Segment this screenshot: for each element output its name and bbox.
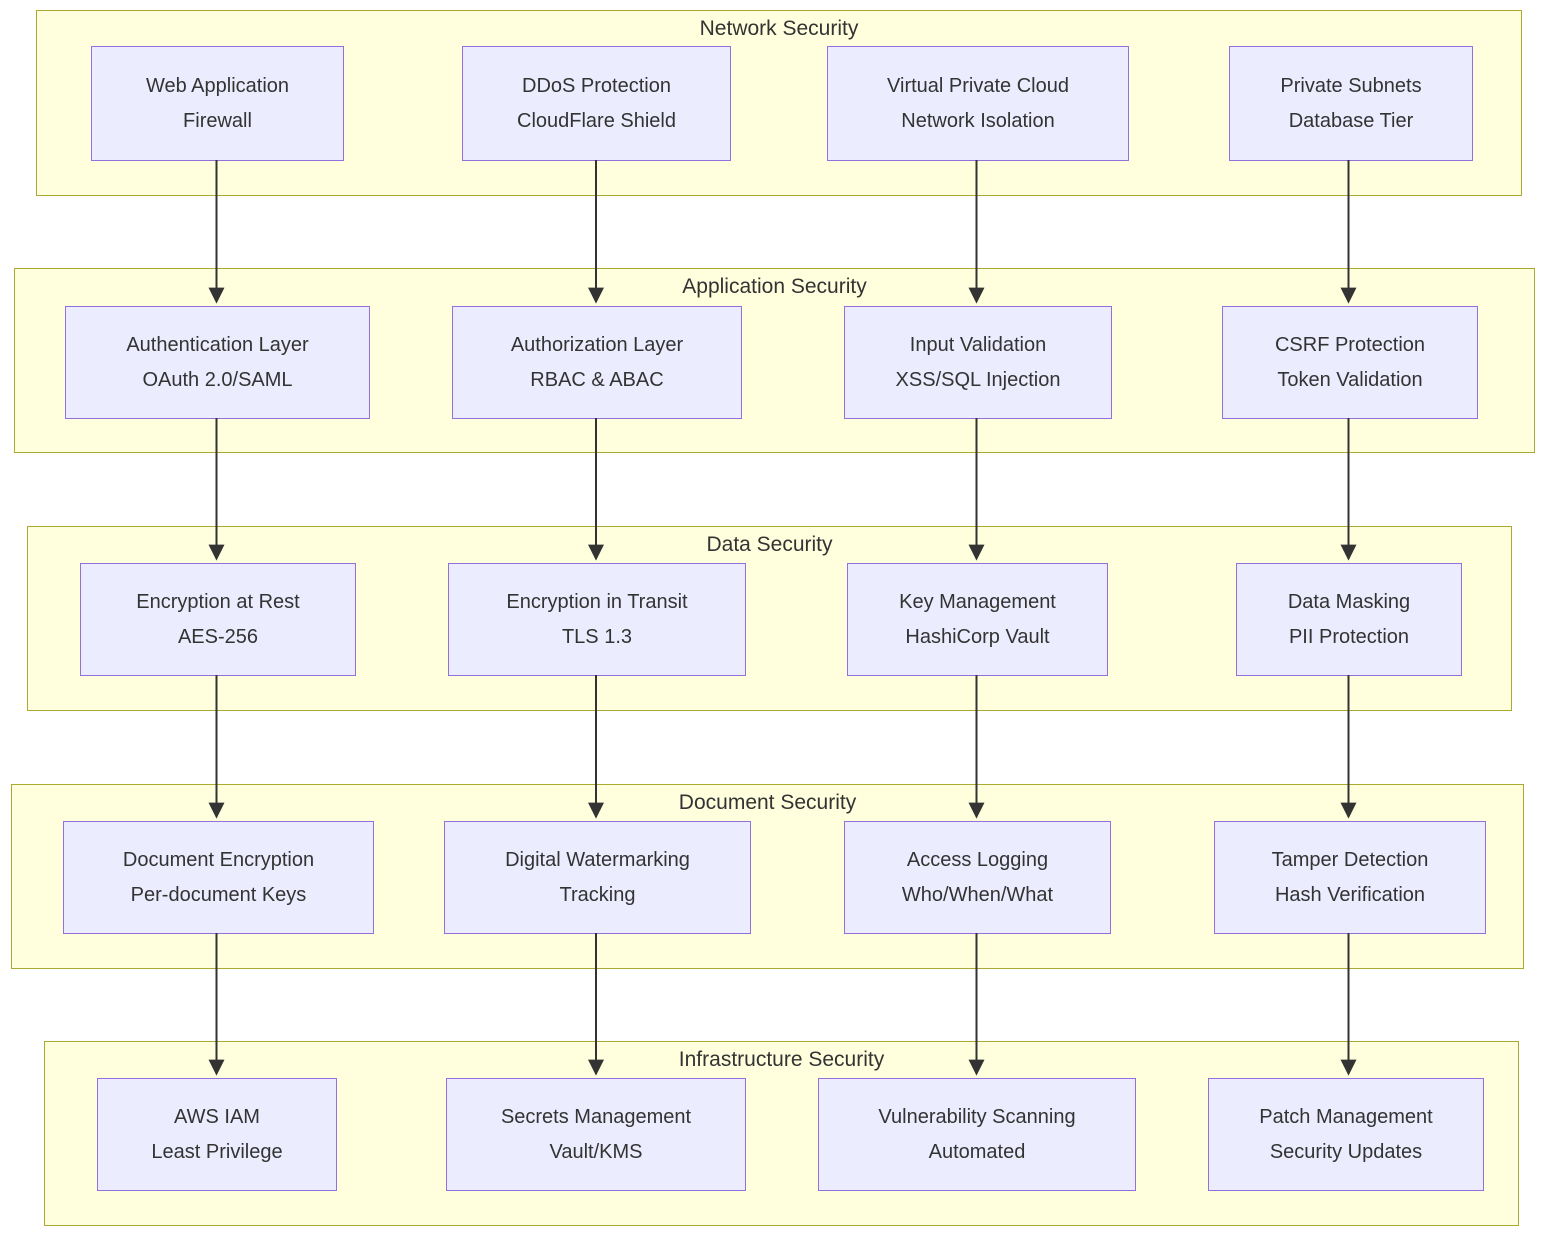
node-label: Tamper Detection <box>1271 849 1429 872</box>
node-sublabel: Firewall <box>183 109 252 132</box>
node-label: Access Logging <box>906 849 1049 872</box>
node-sublabel: Network Isolation <box>901 109 1055 132</box>
layer-title: Data Security <box>706 533 833 556</box>
node-label: Private Subnets <box>1280 75 1422 98</box>
node-sublabel: OAuth 2.0/SAML <box>142 368 293 391</box>
node-ddos-protection: DDoS Protection CloudFlare Shield <box>462 46 731 161</box>
layer-network-security: Network Security Web Application Firewal… <box>36 10 1522 196</box>
node-label: Encryption at Rest <box>136 591 300 614</box>
layer-infrastructure-security: Infrastructure Security AWS IAM Least Pr… <box>44 1041 1519 1226</box>
node-tamper-detection: Tamper Detection Hash Verification <box>1214 821 1486 934</box>
node-sublabel: Automated <box>928 1140 1026 1163</box>
layer-title: Infrastructure Security <box>678 1048 885 1071</box>
node-label: Authentication Layer <box>126 334 309 357</box>
node-label: Data Masking <box>1287 591 1411 614</box>
node-document-encryption: Document Encryption Per-document Keys <box>63 821 374 934</box>
node-label: Input Validation <box>909 334 1047 357</box>
node-csrf-protection: CSRF Protection Token Validation <box>1222 306 1478 419</box>
layer-application-security: Application Security Authentication Laye… <box>14 268 1535 453</box>
layer-title: Application Security <box>682 275 867 298</box>
node-label: Key Management <box>899 591 1056 614</box>
node-digital-watermarking: Digital Watermarking Tracking <box>444 821 751 934</box>
node-virtual-private-cloud: Virtual Private Cloud Network Isolation <box>827 46 1129 161</box>
node-sublabel: Tracking <box>559 883 636 906</box>
node-sublabel: Vault/KMS <box>549 1140 643 1163</box>
node-authorization-layer: Authorization Layer RBAC & ABAC <box>452 306 742 419</box>
node-key-management: Key Management HashiCorp Vault <box>847 563 1108 676</box>
node-sublabel: HashiCorp Vault <box>905 625 1050 648</box>
node-label: Virtual Private Cloud <box>887 75 1069 98</box>
node-sublabel: Database Tier <box>1288 109 1414 132</box>
node-encryption-at-rest: Encryption at Rest AES-256 <box>80 563 356 676</box>
node-sublabel: Per-document Keys <box>130 883 307 906</box>
node-label: Secrets Management <box>500 1106 692 1129</box>
node-sublabel: RBAC & ABAC <box>530 368 664 391</box>
node-patch-management: Patch Management Security Updates <box>1208 1078 1484 1191</box>
node-sublabel: TLS 1.3 <box>561 625 633 648</box>
node-label: Encryption in Transit <box>506 591 688 614</box>
node-label: Authorization Layer <box>510 334 684 357</box>
node-secrets-management: Secrets Management Vault/KMS <box>446 1078 746 1191</box>
node-sublabel: XSS/SQL Injection <box>895 368 1061 391</box>
node-sublabel: Who/When/What <box>901 883 1054 906</box>
node-sublabel: Token Validation <box>1277 368 1423 391</box>
node-aws-iam: AWS IAM Least Privilege <box>97 1078 337 1191</box>
node-encryption-in-transit: Encryption in Transit TLS 1.3 <box>448 563 746 676</box>
node-web-application-firewall: Web Application Firewall <box>91 46 344 161</box>
node-sublabel: Least Privilege <box>151 1140 283 1163</box>
layer-data-security: Data Security Encryption at Rest AES-256… <box>27 526 1512 711</box>
node-data-masking: Data Masking PII Protection <box>1236 563 1462 676</box>
layer-title: Network Security <box>699 17 859 40</box>
node-private-subnets: Private Subnets Database Tier <box>1229 46 1473 161</box>
node-label: Vulnerability Scanning <box>878 1106 1076 1129</box>
node-label: DDoS Protection <box>522 75 671 98</box>
node-vulnerability-scanning: Vulnerability Scanning Automated <box>818 1078 1136 1191</box>
layer-document-security: Document Security Document Encryption Pe… <box>11 784 1524 969</box>
node-sublabel: Security Updates <box>1269 1140 1423 1163</box>
node-label: CSRF Protection <box>1274 334 1426 357</box>
layer-title: Document Security <box>678 791 857 814</box>
node-sublabel: CloudFlare Shield <box>517 109 676 132</box>
node-label: Web Application <box>145 75 290 98</box>
node-label: AWS IAM <box>174 1106 260 1129</box>
node-label: Document Encryption <box>122 849 315 872</box>
node-label: Digital Watermarking <box>505 849 690 872</box>
node-label: Patch Management <box>1259 1106 1433 1129</box>
node-authentication-layer: Authentication Layer OAuth 2.0/SAML <box>65 306 370 419</box>
node-input-validation: Input Validation XSS/SQL Injection <box>844 306 1112 419</box>
node-access-logging: Access Logging Who/When/What <box>844 821 1111 934</box>
node-sublabel: Hash Verification <box>1274 883 1426 906</box>
node-sublabel: AES-256 <box>177 625 259 648</box>
node-sublabel: PII Protection <box>1288 625 1410 648</box>
